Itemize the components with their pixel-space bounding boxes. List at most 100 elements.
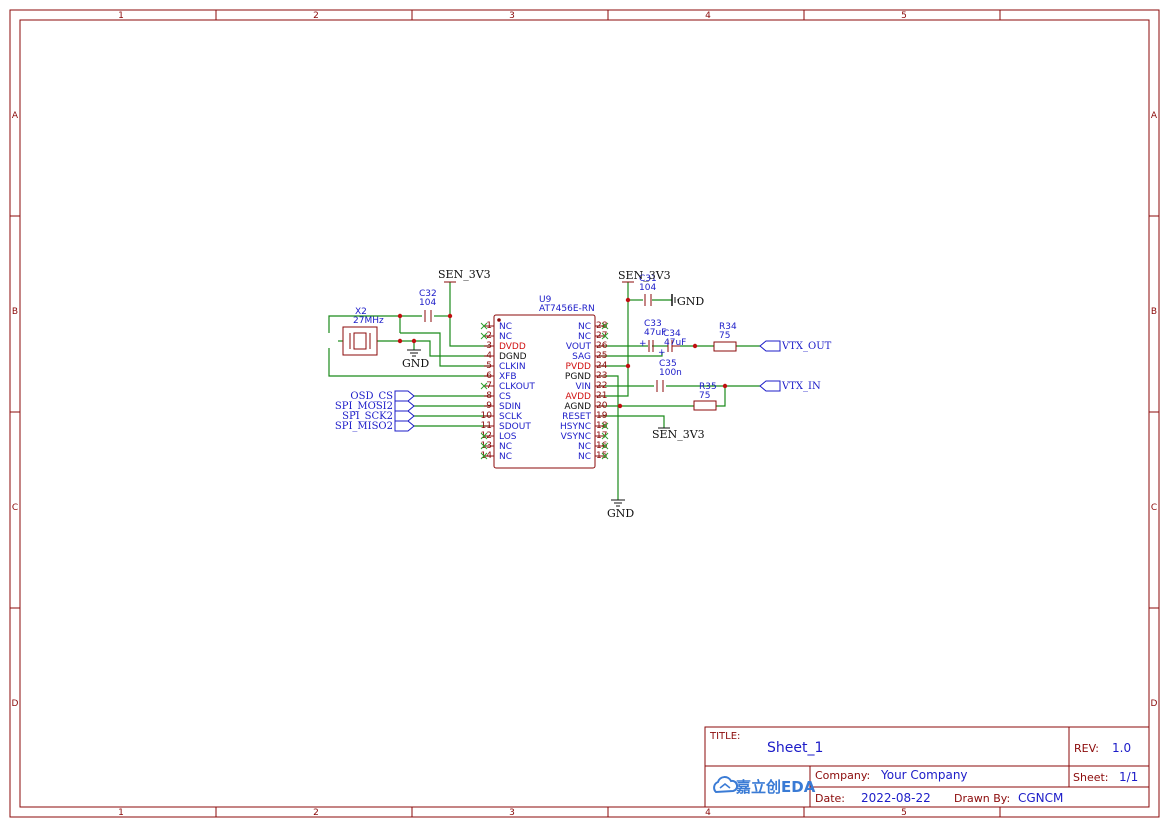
net-spi-mosi: SPI_MOSI2 — [335, 401, 393, 412]
ic-pin-name: CS — [499, 392, 511, 402]
ic-pin-name: CLKIN — [499, 362, 526, 372]
row-label: D — [1151, 699, 1158, 709]
ic-pin-name: RESET — [562, 412, 591, 422]
port-spi-mosi[interactable]: SPI_MOSI2 — [335, 400, 415, 412]
ic-pin-name: PVDD — [566, 362, 592, 372]
no-connect-mark — [480, 332, 488, 340]
no-connect-mark — [480, 442, 488, 450]
ic-ref: U9 — [539, 295, 552, 305]
col-label: 5 — [901, 808, 907, 818]
ic-pin-number: 18 — [596, 421, 608, 431]
ic-pin-name: LOS — [499, 432, 517, 442]
title-label: TITLE: — [709, 731, 740, 742]
net-spi-miso: SPI_MISO2 — [335, 421, 393, 432]
capacitor-c31[interactable]: C31 104 — [639, 274, 657, 306]
no-connect-mark — [480, 322, 488, 330]
resistor-r35[interactable]: R35 75 — [693, 382, 717, 411]
ic-pin-number: 27 — [596, 331, 607, 341]
c32-value: 104 — [419, 298, 436, 308]
col-label: 4 — [705, 808, 711, 818]
ic-pin-number: 7 — [486, 381, 492, 391]
ic-pin-number: 22 — [596, 381, 607, 391]
power-sen3v3-bottom: SEN_3V3 — [652, 427, 705, 441]
col-label: 3 — [509, 808, 515, 818]
ic-pin-name: VIN — [575, 382, 591, 392]
ic-pin-number: 2 — [486, 331, 492, 341]
capacitor-c33[interactable]: + C33 47uF — [639, 319, 666, 352]
net-sen3v3-bottom: SEN_3V3 — [652, 428, 705, 441]
port-spi-sck[interactable]: SPI_SCK2 — [342, 410, 415, 422]
no-connect-mark — [480, 452, 488, 460]
ic-pin-name: NC — [578, 452, 591, 462]
capacitor-c32[interactable]: C32 104 — [419, 289, 437, 322]
no-connect-mark — [601, 422, 609, 430]
ic-pin-name: AVDD — [565, 392, 591, 402]
no-connect-mark — [601, 332, 609, 340]
col-label: 3 — [509, 11, 515, 21]
power-sen3v3-left: SEN_3V3 — [438, 268, 491, 283]
ic-pin-name: NC — [578, 332, 591, 342]
sheet-value: 1/1 — [1119, 770, 1138, 784]
ic-pin-name: SCLK — [499, 412, 523, 422]
ic-pin-number: 23 — [596, 371, 607, 381]
r35-ref: R35 — [699, 382, 717, 392]
ic-pin-number: 20 — [596, 401, 608, 411]
net-sen3v3-left: SEN_3V3 — [438, 268, 491, 281]
ic-pin-name: SAG — [572, 352, 591, 362]
drawn-value: CGNCM — [1018, 791, 1063, 805]
r35-value: 75 — [699, 391, 710, 401]
date-label: Date: — [815, 792, 845, 805]
ic-pin-number: 6 — [486, 371, 492, 381]
ic-pin-number: 1 — [486, 321, 492, 331]
ic-pin-number: 25 — [596, 351, 607, 361]
resistor-r34[interactable]: R34 75 — [713, 322, 737, 352]
c33-ref: C33 — [644, 319, 662, 329]
ic-pin-name: NC — [499, 452, 512, 462]
port-vtx-in[interactable]: VTX_IN — [759, 380, 821, 392]
gnd-symbol-main: GND — [607, 499, 634, 520]
ic-pin-number: 17 — [596, 431, 607, 441]
ic-pin-number: 4 — [486, 351, 492, 361]
port-spi-miso[interactable]: SPI_MISO2 — [335, 420, 415, 432]
ic-pin-number: 13 — [481, 441, 492, 451]
ic-pin-name: PGND — [565, 372, 591, 382]
no-connect-mark — [480, 382, 488, 390]
no-connect-mark — [601, 452, 609, 460]
ic-pin-name: NC — [578, 442, 591, 452]
drawn-label: Drawn By: — [954, 792, 1010, 805]
c34-ref: C34 — [663, 329, 681, 339]
port-vtx-out[interactable]: VTX_OUT — [759, 340, 832, 352]
r34-ref: R34 — [719, 322, 737, 332]
row-label: B — [1151, 307, 1157, 317]
ic-pin-name: HSYNC — [560, 422, 591, 432]
ic-pin-name: AGND — [564, 402, 591, 412]
ic-pin-number: 16 — [596, 441, 608, 451]
ic-pin-number: 5 — [486, 361, 492, 371]
capacitor-c34[interactable]: + C34 47uF — [658, 329, 686, 358]
junctions — [397, 297, 728, 409]
ic-u9[interactable]: U9 AT7456E-RN — [493, 295, 596, 469]
ic-pin-number: 10 — [481, 411, 493, 421]
ic-pin-number: 12 — [481, 431, 492, 441]
row-label: A — [1151, 111, 1158, 121]
row-label: C — [1151, 503, 1157, 513]
company-value: Your Company — [880, 768, 968, 782]
capacitor-c35[interactable]: C35 100n — [656, 359, 682, 392]
net-spi-sck: SPI_SCK2 — [342, 411, 393, 422]
net-gnd-c31: GND — [677, 295, 704, 308]
c32-ref: C32 — [419, 289, 437, 299]
c33-value: 47uF — [644, 328, 666, 338]
port-osd-cs[interactable]: OSD_CS — [350, 390, 415, 402]
r34-value: 75 — [719, 331, 730, 341]
ic-pin-name: CLKOUT — [499, 382, 535, 392]
ic-pin-name: SDOUT — [499, 422, 531, 432]
ic-pin-name: VOUT — [566, 342, 592, 352]
company-label: Company: — [815, 769, 870, 782]
col-label: 2 — [313, 808, 319, 818]
x2-value: 27MHz — [353, 316, 384, 326]
net-gnd-main: GND — [607, 507, 634, 520]
power-sen3v3-right: SEN_3V3 — [618, 269, 671, 283]
c31-value: 104 — [639, 283, 656, 293]
crystal-x2[interactable]: X2 27MHz — [342, 307, 384, 356]
c35-value: 100n — [659, 368, 682, 378]
